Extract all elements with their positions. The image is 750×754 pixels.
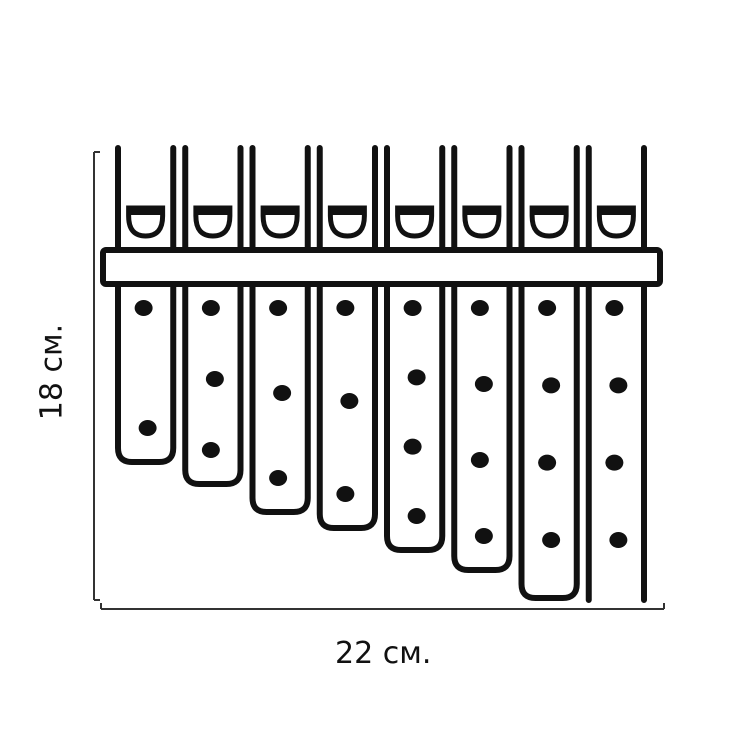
pipe: [316, 145, 378, 531]
finger-hole: [201, 300, 220, 316]
pipe-mouthpiece-rim: [599, 206, 634, 215]
finger-hole: [542, 532, 561, 548]
finger-hole: [609, 377, 628, 394]
finger-hole: [403, 438, 422, 455]
height-dimension-label: 18 см.: [34, 323, 70, 421]
pipe: [249, 145, 311, 515]
finger-hole: [470, 452, 489, 468]
finger-hole: [403, 300, 422, 316]
pipe-mouthpiece-rim: [263, 206, 298, 215]
pipe: [182, 145, 244, 487]
width-dimension-label: 22 см.: [335, 636, 432, 671]
pipe-mouthpiece-rim: [330, 206, 365, 215]
finger-hole: [340, 393, 359, 409]
finger-hole: [336, 486, 355, 502]
finger-hole: [407, 508, 426, 524]
finger-hole: [538, 454, 557, 471]
cross-band: [100, 247, 663, 287]
finger-hole: [407, 369, 426, 386]
finger-hole: [336, 300, 355, 316]
finger-hole: [138, 420, 157, 436]
finger-hole: [605, 300, 624, 316]
finger-hole: [273, 385, 292, 401]
pipes-group: [115, 145, 647, 603]
finger-hole: [474, 376, 493, 392]
finger-hole: [542, 377, 561, 394]
finger-hole: [609, 532, 628, 548]
pipe-mouthpiece-rim: [195, 206, 230, 215]
finger-hole: [605, 454, 624, 471]
finger-hole: [134, 300, 153, 316]
pipe-mouthpiece-rim: [532, 206, 567, 215]
finger-hole: [269, 470, 288, 486]
finger-hole: [474, 528, 493, 544]
finger-hole: [470, 300, 489, 316]
finger-hole: [201, 442, 220, 458]
dimension-lines: [93, 151, 665, 610]
finger-hole: [538, 300, 557, 316]
pipe-mouthpiece-rim: [128, 206, 163, 215]
pipe: [585, 145, 647, 603]
pipe-mouthpiece-rim: [464, 206, 499, 215]
finger-hole: [205, 371, 224, 387]
finger-hole: [269, 300, 288, 316]
pipe-mouthpiece-rim: [397, 206, 432, 215]
